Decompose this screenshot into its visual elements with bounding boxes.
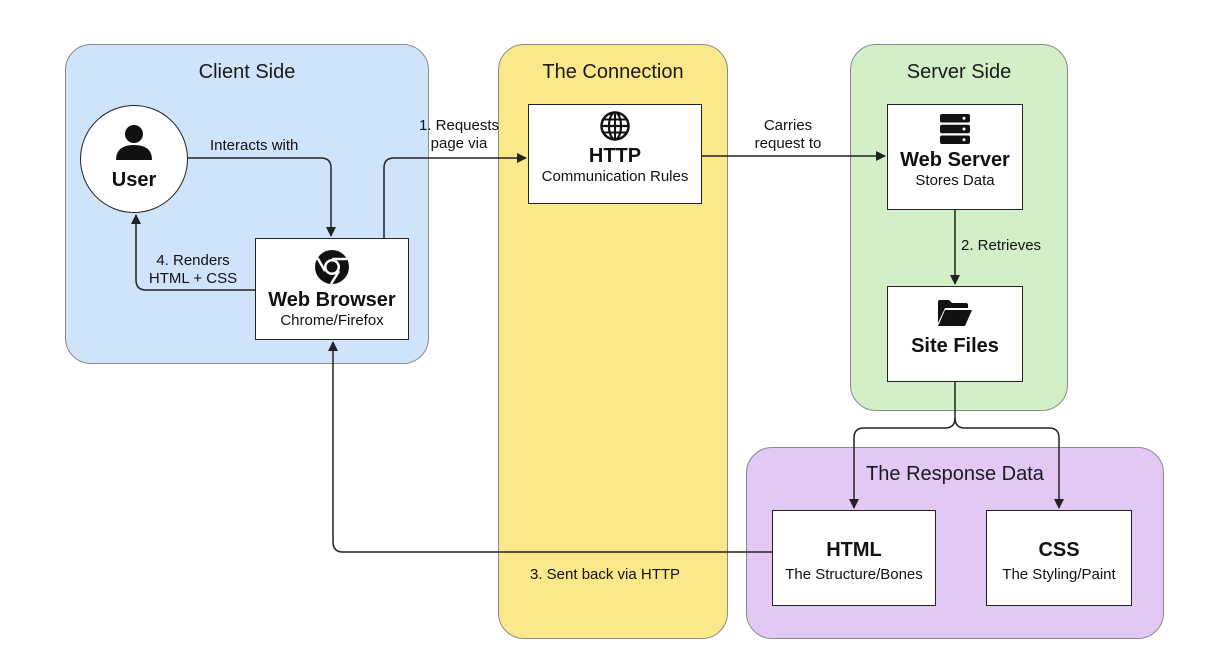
http-node: HTTP Communication Rules bbox=[528, 104, 702, 204]
arrow-sitefiles-to-css bbox=[954, 417, 1064, 509]
web-browser-node: Web Browser Chrome/Firefox bbox=[255, 238, 409, 340]
html-subtitle: The Structure/Bones bbox=[785, 566, 923, 583]
css-subtitle: The Styling/Paint bbox=[1002, 566, 1116, 583]
arrow-html-to-browser bbox=[328, 341, 772, 553]
web-browser-title: Web Browser bbox=[268, 289, 396, 311]
chrome-icon bbox=[315, 250, 349, 285]
label-requests-line2: page via bbox=[430, 135, 488, 152]
user-title: User bbox=[111, 169, 157, 191]
web-server-subtitle: Stores Data bbox=[915, 172, 995, 189]
connection-title: The Connection bbox=[542, 61, 684, 83]
http-title: HTTP bbox=[588, 145, 642, 167]
label-retrieves: 2. Retrieves bbox=[961, 237, 1042, 254]
web-browser-subtitle: Chrome/Firefox bbox=[280, 312, 384, 329]
label-renders: 4. Renders HTML + CSS bbox=[138, 252, 248, 288]
label-interacts-with: Interacts with bbox=[210, 137, 299, 154]
label-requests-line1: 1. Requests bbox=[418, 117, 500, 134]
html-node: HTML The Structure/Bones bbox=[772, 510, 936, 606]
label-carries-line2: request to bbox=[754, 135, 822, 152]
arrow-browser-to-http bbox=[383, 153, 527, 238]
label-requests: 1. Requests page via bbox=[400, 117, 518, 153]
person-icon bbox=[116, 125, 152, 160]
folder-open-icon bbox=[938, 300, 972, 326]
label-sent-back: 3. Sent back via HTTP bbox=[530, 566, 681, 583]
label-carries-line1: Carries bbox=[763, 117, 813, 134]
response-data-title: The Response Data bbox=[866, 463, 1044, 485]
css-title: CSS bbox=[1038, 539, 1080, 561]
html-title: HTML bbox=[826, 539, 882, 561]
user-node: User bbox=[80, 105, 188, 213]
label-carries: Carries request to bbox=[726, 117, 850, 153]
label-renders-line2: HTML + CSS bbox=[148, 270, 238, 287]
web-server-title: Web Server bbox=[900, 149, 1010, 171]
css-node: CSS The Styling/Paint bbox=[986, 510, 1132, 606]
arrow-browser-to-user bbox=[131, 214, 255, 291]
http-subtitle: Communication Rules bbox=[541, 168, 689, 185]
web-server-node: Web Server Stores Data bbox=[887, 104, 1023, 210]
client-side-title: Client Side bbox=[198, 61, 296, 83]
server-icon bbox=[940, 114, 970, 144]
arrow-sitefiles-to-html bbox=[849, 382, 956, 509]
label-renders-line1: 4. Renders bbox=[156, 252, 230, 269]
arrow-user-to-browser bbox=[188, 157, 336, 237]
site-files-title: Site Files bbox=[911, 335, 999, 357]
site-files-node: Site Files bbox=[887, 286, 1023, 382]
globe-icon bbox=[600, 111, 630, 141]
server-side-title: Server Side bbox=[906, 61, 1012, 83]
